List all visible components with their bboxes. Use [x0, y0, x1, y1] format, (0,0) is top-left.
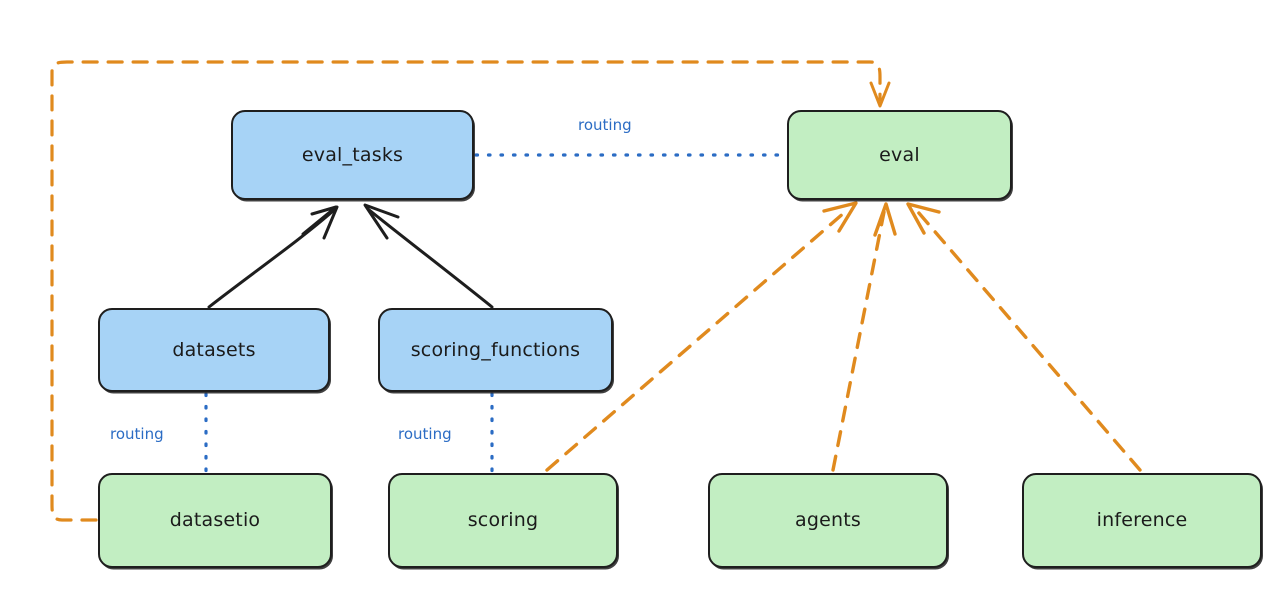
edge-datasets-eval_tasks — [207, 205, 339, 309]
edge-label-routing-datasets: routing — [110, 425, 164, 443]
node-datasets[interactable]: datasets — [98, 308, 330, 392]
node-label-eval: eval — [879, 143, 920, 166]
edge-inference-eval — [906, 202, 1142, 472]
edge-scoring-eval — [545, 201, 858, 472]
node-label-scoring: scoring — [467, 509, 539, 531]
node-agents[interactable]: agents — [708, 473, 948, 568]
edge-label-routing-scoring-functions: routing — [398, 425, 452, 443]
node-inference[interactable]: inference — [1022, 473, 1262, 568]
edge-agents-eval — [831, 202, 897, 472]
node-eval[interactable]: eval — [787, 110, 1012, 200]
edge-datasetio-eval — [50, 60, 891, 522]
node-label-datasetio: datasetio — [169, 509, 261, 531]
node-label-agents: agents — [795, 509, 861, 531]
node-label-eval-tasks: eval_tasks — [301, 143, 404, 166]
node-scoring[interactable]: scoring — [388, 473, 618, 568]
node-scoring-functions[interactable]: scoring_functions — [378, 308, 613, 392]
node-label-datasets: datasets — [172, 338, 256, 361]
node-datasetio[interactable]: datasetio — [98, 473, 332, 568]
node-eval-tasks[interactable]: eval_tasks — [231, 110, 474, 200]
edge-label-routing-eval-tasks: routing — [578, 116, 632, 134]
node-label-inference: inference — [1096, 509, 1188, 531]
edge-scoring_functions-eval_tasks — [363, 203, 494, 309]
node-label-scoring-functions: scoring_functions — [410, 338, 581, 361]
